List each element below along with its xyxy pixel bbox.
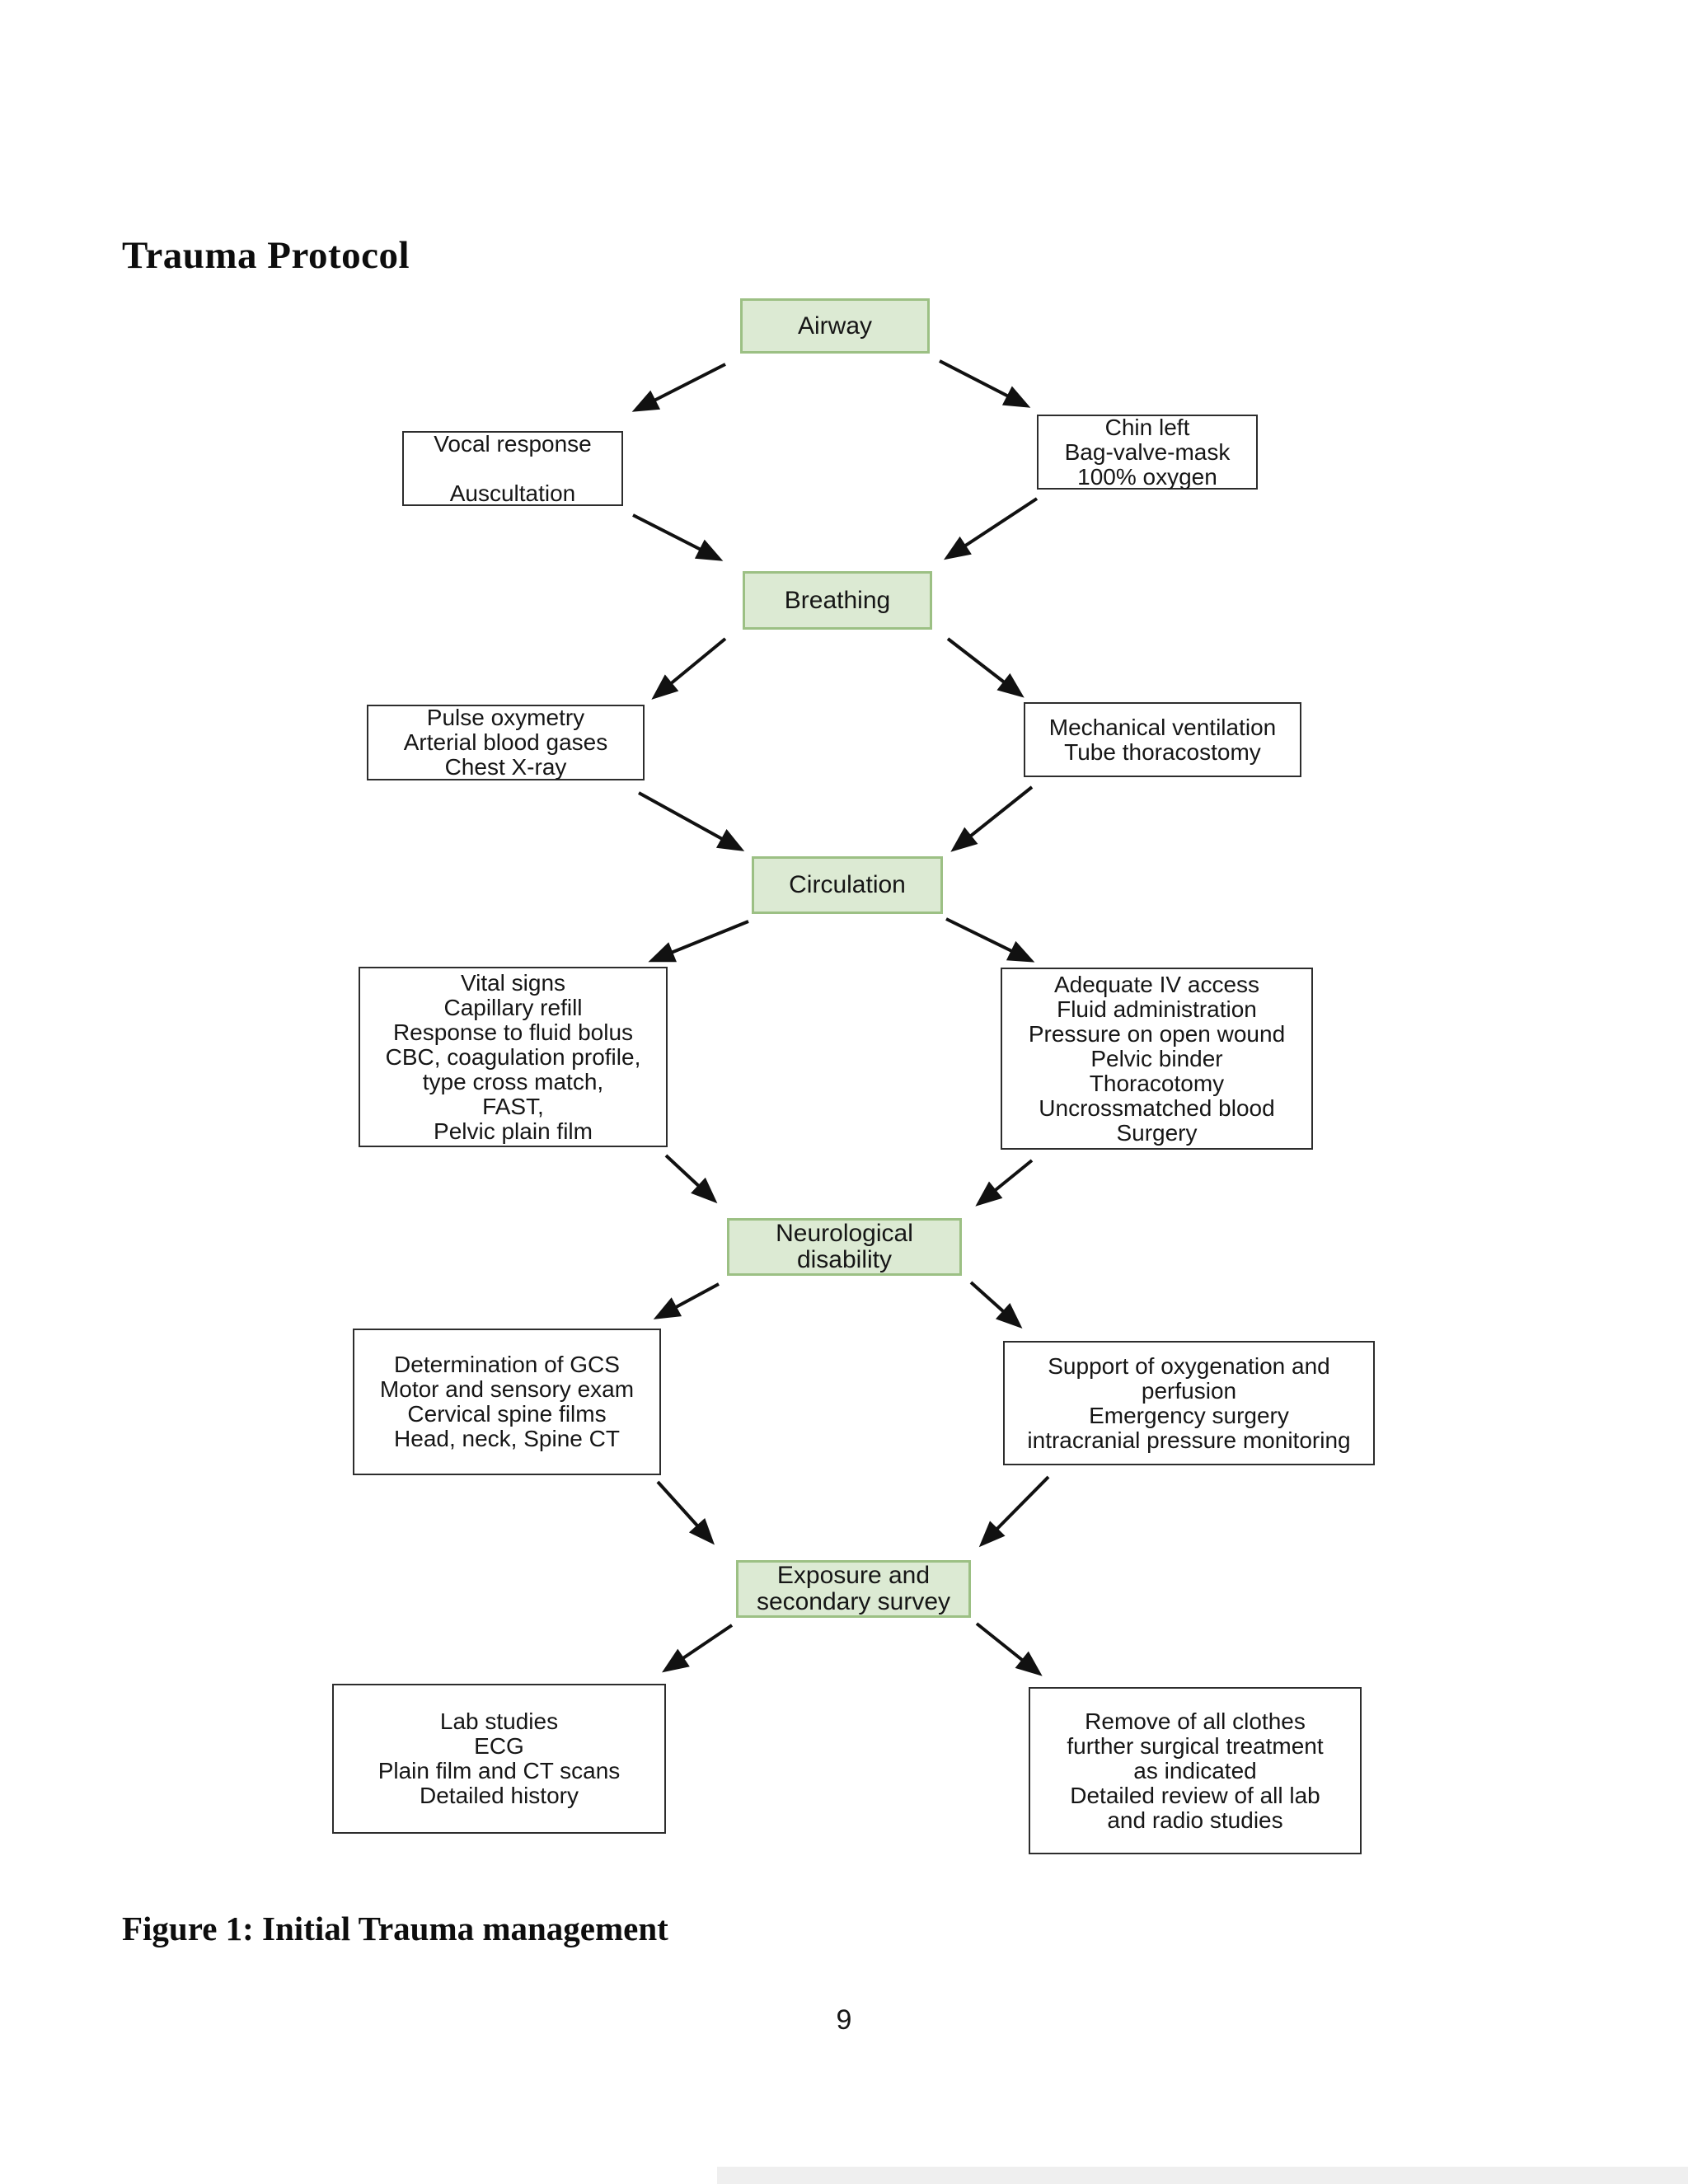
box-support-oxygenation: Support of oxygenation and perfusion Eme… — [1003, 1341, 1375, 1465]
stage-airway: Airway — [740, 298, 930, 354]
box-chin-left: Chin left Bag-valve-mask 100% oxygen — [1037, 415, 1258, 490]
arrow-to-circulation-left — [638, 791, 745, 851]
page-number: 9 — [836, 2004, 852, 2036]
arrow-to-breathing-left — [632, 513, 724, 561]
arrow-breathing-left — [651, 637, 727, 700]
stage-breathing: Breathing — [743, 571, 932, 630]
stage-neurological-disability: Neurological disability — [727, 1218, 962, 1276]
arrow-to-exposure-left — [656, 1480, 715, 1545]
arrow-to-neuro-left — [664, 1154, 718, 1204]
box-adequate-iv-access: Adequate IV access Fluid administration … — [1001, 968, 1313, 1150]
box-lab-studies: Lab studies ECG Plain film and CT scans … — [332, 1684, 666, 1834]
arrow-to-neuro-right — [975, 1159, 1034, 1207]
arrow-exposure-right — [975, 1622, 1043, 1676]
arrow-exposure-left — [662, 1624, 734, 1673]
box-pulse-oxymetry: Pulse oxymetry Arterial blood gases Ches… — [367, 705, 645, 780]
box-vital-signs: Vital signs Capillary refill Response to… — [359, 967, 668, 1147]
arrow-to-breathing-right — [943, 497, 1039, 560]
arrow-neuro-right — [969, 1281, 1023, 1329]
arrow-to-exposure-right — [978, 1475, 1050, 1548]
arrow-circulation-right — [945, 917, 1035, 963]
arrow-group — [631, 359, 1050, 1676]
arrow-airway-right — [939, 359, 1031, 408]
box-mechanical-ventilation: Mechanical ventilation Tube thoracostomy — [1024, 702, 1301, 777]
box-remove-clothes: Remove of all clothes further surgical t… — [1029, 1687, 1362, 1854]
stage-circulation: Circulation — [752, 856, 943, 914]
footer-gray-strip — [717, 2167, 1688, 2184]
arrow-breathing-right — [946, 637, 1025, 698]
page-title: Trauma Protocol — [122, 234, 410, 277]
stage-exposure-secondary-survey: Exposure and secondary survey — [736, 1560, 971, 1618]
arrow-neuro-left — [653, 1282, 720, 1319]
arrow-to-circulation-right — [950, 785, 1034, 852]
box-determination-gcs: Determination of GCS Motor and sensory e… — [353, 1329, 661, 1475]
arrow-airway-left — [631, 363, 726, 412]
figure-caption: Figure 1: Initial Trauma management — [122, 1910, 668, 1947]
box-vocal-response: Vocal response Auscultation — [402, 431, 623, 506]
arrow-circulation-left — [648, 920, 749, 963]
